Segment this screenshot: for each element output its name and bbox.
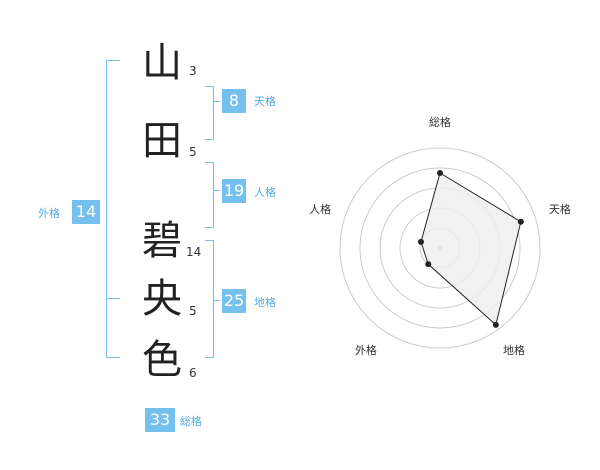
radar-point-1 [437,170,443,176]
chi-kaku-bracket [205,240,214,358]
gai-kaku-badge: 14 [72,200,100,224]
gai-kaku-inner-tick [106,298,120,299]
jin-kaku-tick [214,190,220,191]
name-char-5: 色 [142,337,182,383]
name-char-4: 央 [142,276,182,322]
gai-kaku-label: 外格 [38,207,60,220]
chi-kaku-tick [214,300,220,301]
radar-axis-label-5: 人格 [309,202,331,216]
ten-kaku-tick [214,101,220,102]
radar-point-3 [492,321,499,328]
radar-axis-label-3: 地格 [503,343,525,357]
stroke-count-3: 14 [186,245,202,259]
name-char-2: 田 [142,118,182,164]
stroke-count-5: 6 [189,366,197,380]
radar-point-4 [425,261,432,268]
radar-axis-label-2: 天格 [549,202,571,216]
so-kaku-label: 総格 [180,415,202,428]
so-kaku-badge: 33 [145,408,175,432]
chi-kaku-badge: 25 [222,289,246,313]
radar-point-5 [417,238,424,245]
radar-point-2 [517,218,524,225]
name-char-1: 山 [142,40,182,86]
ten-kaku-label: 天格 [254,95,276,108]
stroke-count-4: 5 [189,304,197,318]
radar-axis-label-4: 外格 [355,343,377,357]
radar-ring-4 [359,167,521,329]
radar-polygon [420,172,522,326]
name-char-3: 碧 [142,218,182,264]
stroke-count-1: 3 [189,64,197,78]
radar-axis-label-1: 総格 [429,115,451,129]
gai-kaku-bracket [106,60,120,358]
jin-kaku-label: 人格 [254,186,276,199]
ten-kaku-bracket [205,86,214,140]
jin-kaku-badge: 19 [222,179,246,203]
ten-kaku-badge: 8 [222,89,246,113]
chi-kaku-label: 地格 [254,296,276,309]
jin-kaku-bracket [205,162,214,228]
stroke-count-2: 5 [189,145,197,159]
radar-ring-5 [339,147,541,349]
